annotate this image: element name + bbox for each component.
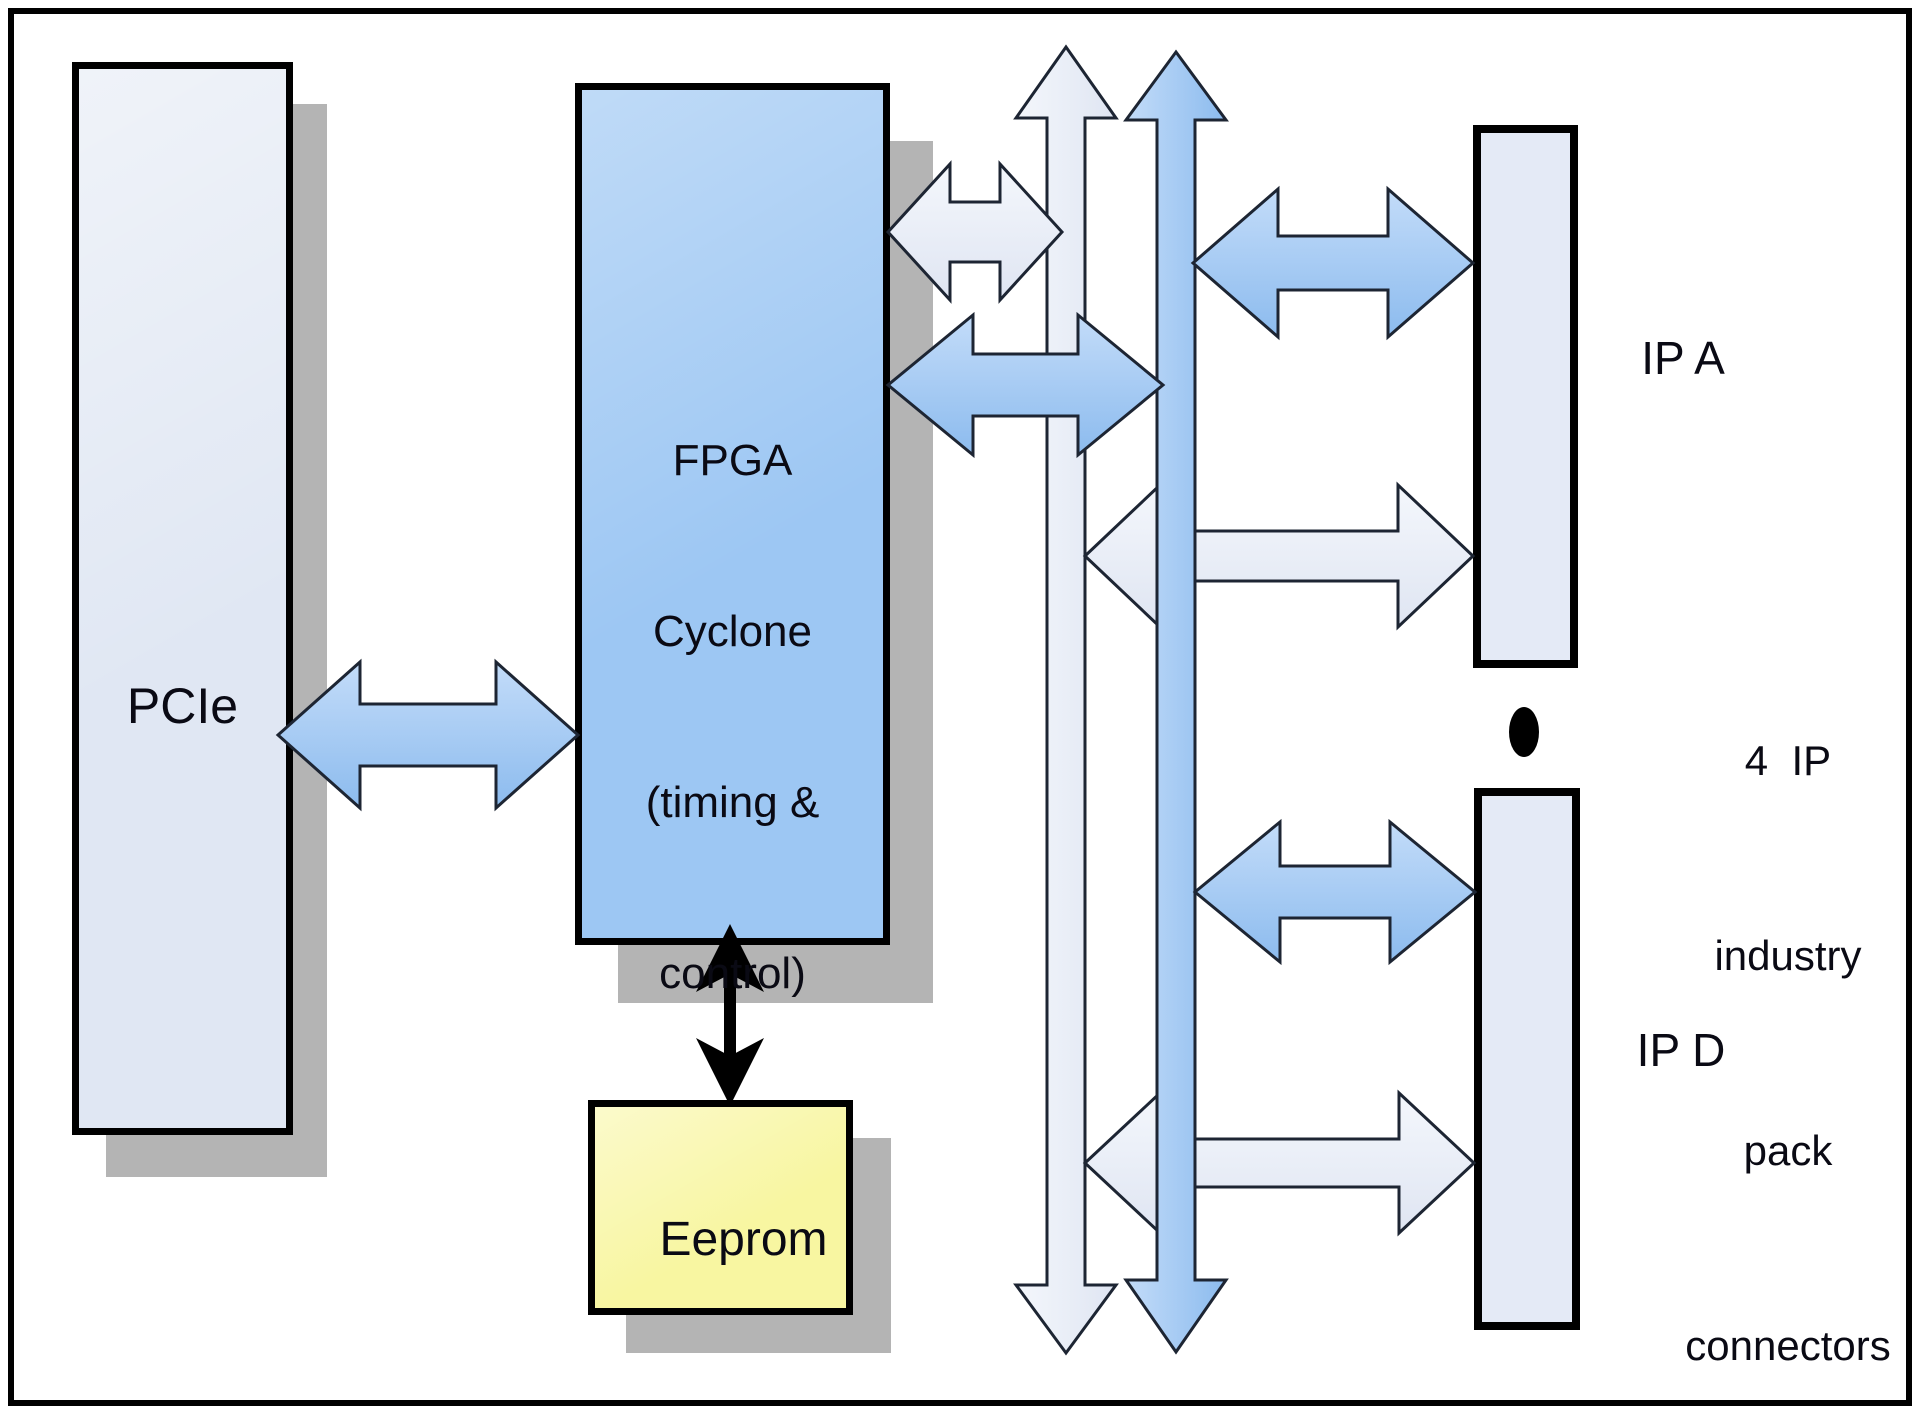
arrow-fpga-eeprom-head-up [696, 924, 764, 992]
arrow-fpga-lightbus [885, 160, 1065, 304]
internal-bus-blue-arrow [1123, 49, 1229, 1355]
fpga-label-line-3: (timing & [645, 778, 820, 827]
arrow-pcie-fpga [275, 658, 581, 812]
ip-d-label: IP D [1636, 1024, 1726, 1076]
arrow-fpga-eeprom [696, 924, 764, 1106]
fpga-label-line-1: FPGA [672, 436, 793, 485]
ip-a-label: IP A [1641, 332, 1725, 384]
ip-connectors-note: 4 IP industry pack connectors [1663, 598, 1913, 1414]
fpga-label: FPGA Cyclone (timing & control) [575, 318, 890, 1116]
ip-connectors-note-line-1: 4 IP [1744, 737, 1832, 784]
ip-connectors-note-line-2: industry [1714, 932, 1862, 979]
pcie-label: PCIe [126, 678, 239, 734]
arrow-fpga-eeprom-head-down [696, 1038, 764, 1106]
eeprom-block [588, 1100, 853, 1315]
arrow-bluebus-ipd [1192, 818, 1478, 966]
arrow-bluebus-ipa [1190, 185, 1476, 341]
arrow-fpga-eeprom-shaft [724, 960, 736, 1070]
fpga-block [575, 83, 890, 945]
ip-connectors-note-line-4: connectors [1685, 1322, 1891, 1369]
ip-connectors-note-line-3: pack [1743, 1127, 1833, 1174]
arrow-fpga-bluebus [885, 311, 1166, 459]
ip-a-connector-block [1473, 125, 1578, 668]
ip-d-connector-block [1474, 788, 1580, 1330]
diagram-outer-frame [8, 8, 1912, 1406]
internal-bus-light-arrow [1013, 44, 1119, 1356]
fpga-label-line-2: Cyclone [653, 607, 812, 656]
fpga-label-line-4: control) [659, 949, 806, 998]
pcie-block [72, 62, 293, 1135]
arrow-lightbus-ipa [1082, 481, 1476, 631]
ellipsis-dot [1509, 707, 1539, 757]
eeprom-label: Eeprom [659, 1213, 828, 1266]
arrow-lightbus-ipd [1082, 1089, 1477, 1237]
